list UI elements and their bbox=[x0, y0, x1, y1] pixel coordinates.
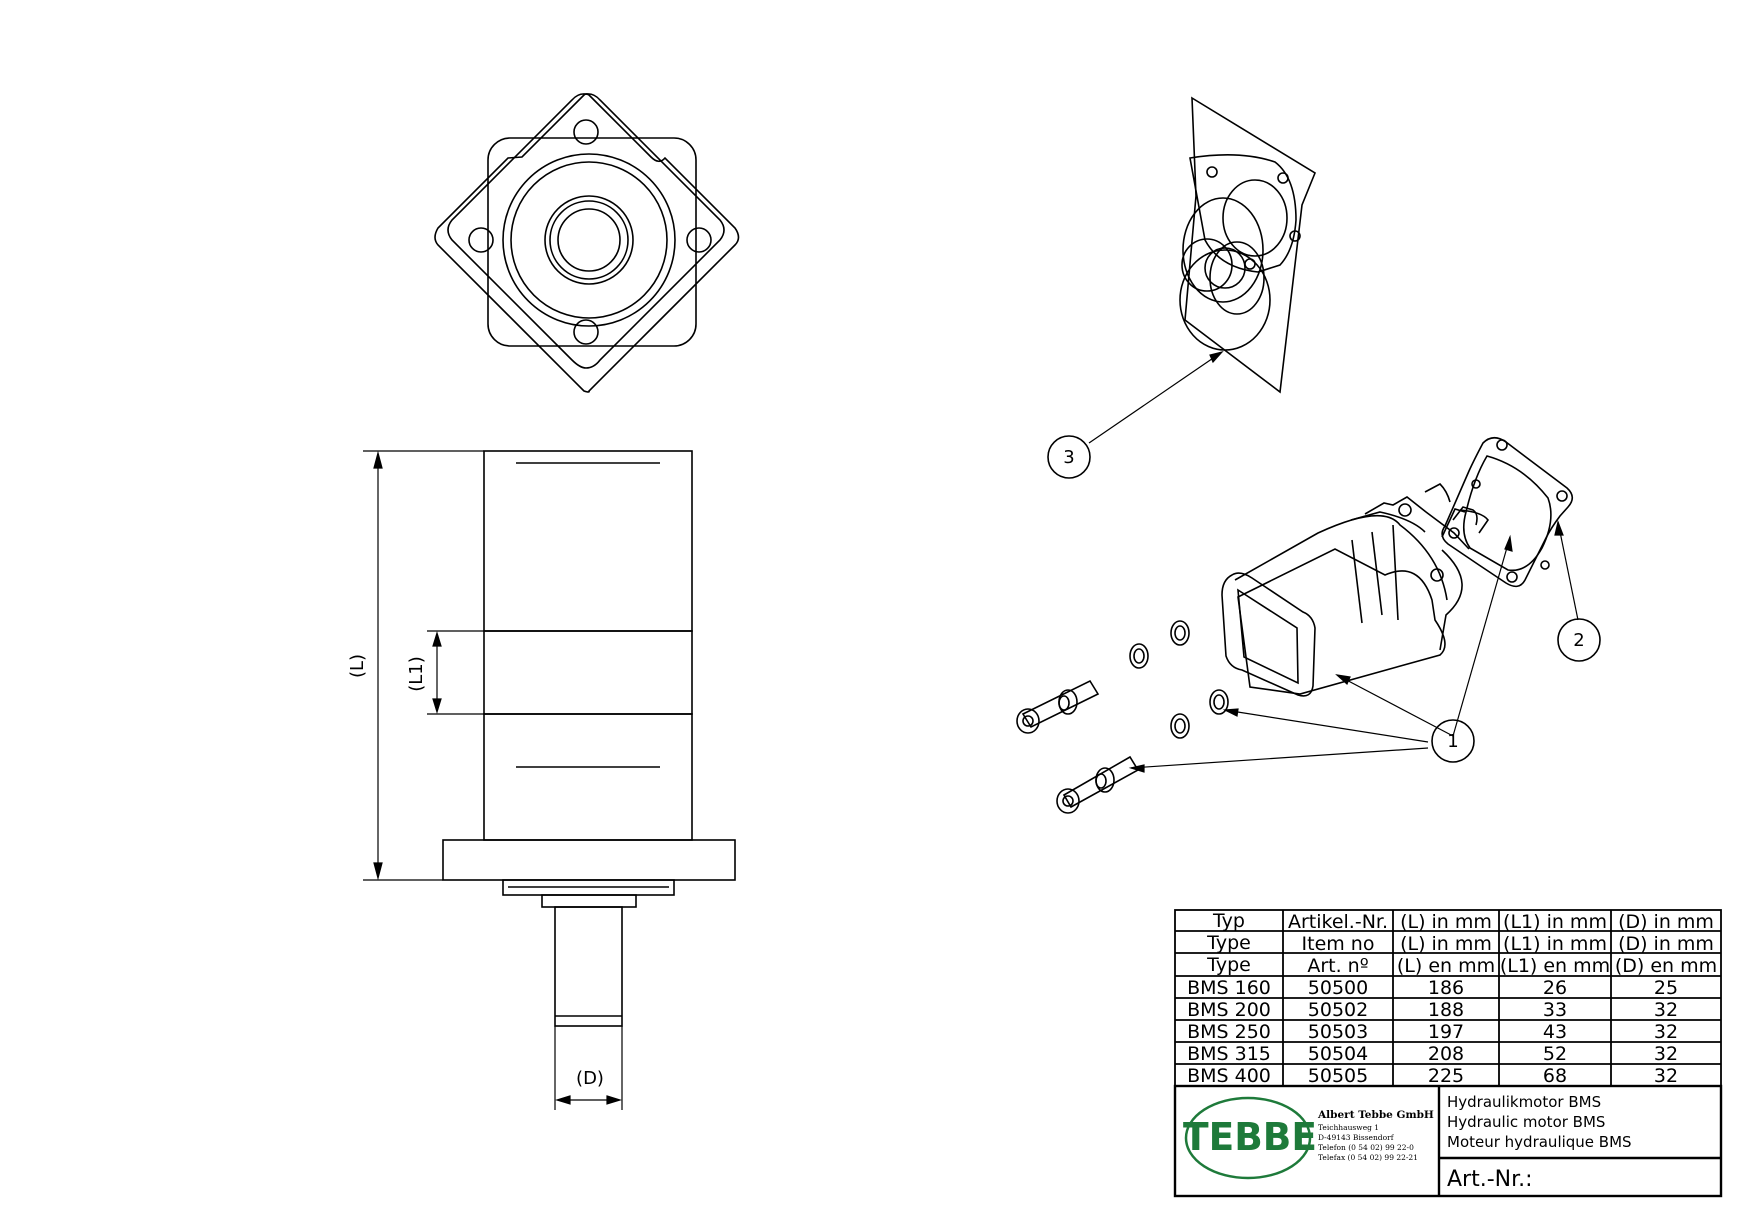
company-address-line: Teichhausweg 1 bbox=[1318, 1123, 1379, 1132]
table-cell: 32 bbox=[1654, 1021, 1678, 1043]
table-header-cell: (L1) in mm bbox=[1503, 911, 1607, 933]
table-header-cell: (L) in mm bbox=[1400, 933, 1492, 955]
callout-label-3: 3 bbox=[1063, 447, 1074, 468]
table-header-cell: Type bbox=[1206, 954, 1251, 976]
table-cell: 25 bbox=[1654, 977, 1678, 999]
table-cell: 197 bbox=[1428, 1021, 1464, 1043]
table-cell: 26 bbox=[1543, 977, 1567, 999]
table-header-cell: (L1) en mm bbox=[1500, 955, 1610, 977]
dimension-lines bbox=[363, 450, 623, 1110]
title-block-frame bbox=[1173, 1084, 1723, 1198]
exploded-view bbox=[1016, 96, 1601, 814]
table-header-cell: Artikel.-Nr. bbox=[1288, 911, 1388, 933]
table-header-cell: (L) en mm bbox=[1397, 955, 1495, 977]
table-cell: 50505 bbox=[1308, 1065, 1368, 1087]
drawing-title-fr: Moteur hydraulique BMS bbox=[1447, 1133, 1632, 1151]
logo-text: TEBBE bbox=[1183, 1115, 1317, 1159]
table-header-cell: (D) in mm bbox=[1618, 933, 1714, 955]
table-header-cell: (D) in mm bbox=[1618, 911, 1714, 933]
table-cell: 50503 bbox=[1308, 1021, 1368, 1043]
table-header-cell: (D) en mm bbox=[1615, 955, 1717, 977]
company-logo: TEBBE bbox=[1183, 1096, 1317, 1180]
table-cell: 50502 bbox=[1308, 999, 1368, 1021]
side-view bbox=[442, 450, 736, 1027]
table-cell: 208 bbox=[1428, 1043, 1464, 1065]
dimension-label-D: (D) bbox=[576, 1068, 604, 1089]
callout-label-2: 2 bbox=[1573, 630, 1584, 651]
parts-table-grid bbox=[1174, 909, 1722, 1087]
art-nr-label: Art.-Nr.: bbox=[1447, 1167, 1533, 1192]
table-cell: 32 bbox=[1654, 999, 1678, 1021]
table-cell: 68 bbox=[1543, 1065, 1567, 1087]
dimension-label-L1: (L1) bbox=[406, 656, 427, 692]
table-header-cell: Art. nº bbox=[1307, 955, 1368, 977]
table-cell: BMS 400 bbox=[1187, 1065, 1271, 1087]
dimension-label-L: (L) bbox=[347, 654, 368, 678]
table-cell: 225 bbox=[1428, 1065, 1464, 1087]
table-cell: BMS 250 bbox=[1187, 1021, 1271, 1043]
table-cell: BMS 200 bbox=[1187, 999, 1271, 1021]
table-header: Typ Artikel.-Nr. (L) in mm (L1) in mm (D… bbox=[1206, 910, 1717, 977]
table-cell: 32 bbox=[1654, 1043, 1678, 1065]
table-cell: 32 bbox=[1654, 1065, 1678, 1087]
table-cell: 52 bbox=[1543, 1043, 1567, 1065]
drawing-title-en: Hydraulic motor BMS bbox=[1447, 1113, 1605, 1131]
table-cell: 50500 bbox=[1308, 977, 1368, 999]
motor-body bbox=[1221, 483, 1489, 697]
flange-gasket bbox=[1441, 436, 1574, 588]
bolts bbox=[1016, 679, 1140, 814]
callout-label-1: 1 bbox=[1447, 731, 1458, 752]
table-header-cell: (L1) in mm bbox=[1503, 933, 1607, 955]
table-cell: 186 bbox=[1428, 977, 1464, 999]
top-view bbox=[434, 93, 740, 393]
company-address-line: D-49143 Bissendorf bbox=[1318, 1133, 1395, 1142]
seal-kit-bag bbox=[1179, 96, 1316, 394]
washers bbox=[1129, 620, 1229, 739]
table-cell: 50504 bbox=[1308, 1043, 1368, 1065]
table-header-cell: Typ bbox=[1212, 910, 1245, 932]
drawing-title-de: Hydraulikmotor BMS bbox=[1447, 1093, 1601, 1111]
table-header-cell: (L) in mm bbox=[1400, 911, 1492, 933]
table-cell: 43 bbox=[1543, 1021, 1567, 1043]
callout-leaders bbox=[1088, 350, 1579, 773]
callout-circle-2 bbox=[1557, 618, 1601, 662]
callout-circle-3 bbox=[1047, 435, 1091, 479]
table-cell: BMS 315 bbox=[1187, 1043, 1271, 1065]
callout-circle-1 bbox=[1431, 719, 1475, 763]
table-body: BMS 160 50500 186 26 25 BMS 200 50502 18… bbox=[1187, 977, 1678, 1087]
table-header-cell: Type bbox=[1206, 932, 1251, 954]
table-cell: 33 bbox=[1543, 999, 1567, 1021]
company-address-line: Telefax (0 54 02) 99 22-21 bbox=[1318, 1153, 1418, 1162]
table-header-cell: Item no bbox=[1302, 933, 1375, 955]
company-address-line: Telefon (0 54 02) 99 22-0 bbox=[1318, 1143, 1414, 1152]
company-name: Albert Tebbe GmbH bbox=[1317, 1109, 1434, 1121]
table-cell: BMS 160 bbox=[1187, 977, 1271, 999]
table-cell: 188 bbox=[1428, 999, 1464, 1021]
